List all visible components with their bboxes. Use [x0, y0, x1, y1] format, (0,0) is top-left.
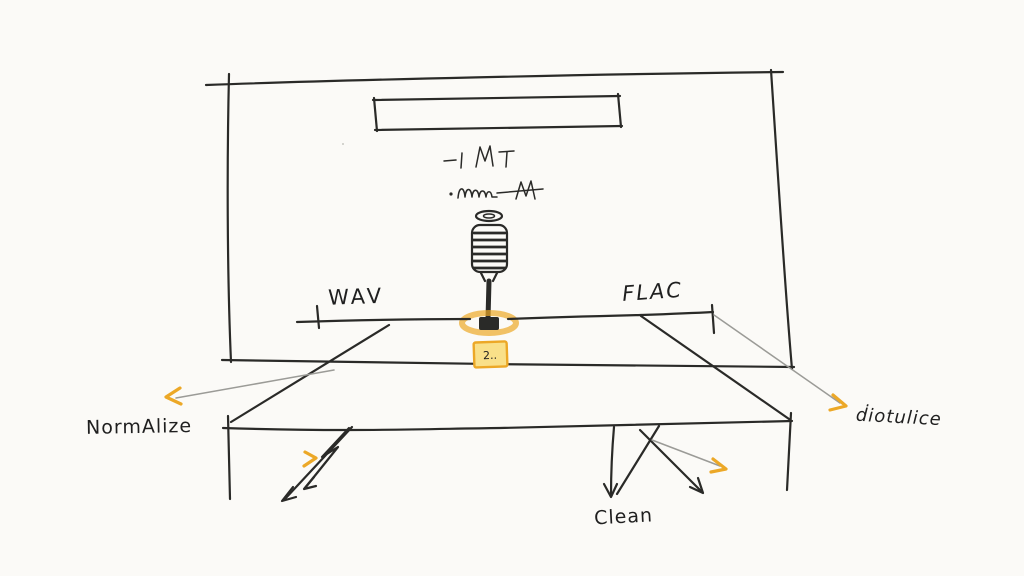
track-chip-label: 2.. — [483, 349, 497, 362]
left-accent-arrowhead — [302, 450, 318, 468]
label-normalize: NormAlize — [86, 415, 192, 439]
stray-dot — [342, 143, 344, 145]
whiteboard-outline — [204, 68, 796, 371]
right-arrowhead — [828, 393, 848, 412]
right-accent-arrowhead — [709, 457, 728, 474]
right-arrow — [713, 314, 848, 412]
label-flac: FLAC — [621, 278, 683, 306]
mic-base-highlight — [459, 310, 519, 336]
title-box — [371, 92, 624, 133]
normalize-arrowhead — [164, 386, 183, 406]
label-wav: WAV — [328, 284, 385, 310]
waveform-scribble — [449, 180, 544, 200]
normalize-arrow — [164, 369, 335, 406]
notes-scribble — [443, 145, 515, 169]
mic-top-cap — [474, 209, 504, 223]
mic-neck — [479, 271, 499, 283]
stage-line — [295, 303, 716, 335]
mic-base — [479, 317, 499, 330]
right-arrow-cluster — [602, 424, 728, 499]
label-clean: Clean — [594, 504, 654, 529]
mic-body — [470, 223, 509, 274]
lower-band — [221, 411, 794, 501]
mic-ribs — [471, 231, 508, 270]
left-arrow-cluster — [280, 425, 354, 503]
track-chip: 2.. — [472, 340, 509, 369]
microphone — [459, 209, 519, 336]
label-right: ḋiotulice — [855, 403, 942, 430]
